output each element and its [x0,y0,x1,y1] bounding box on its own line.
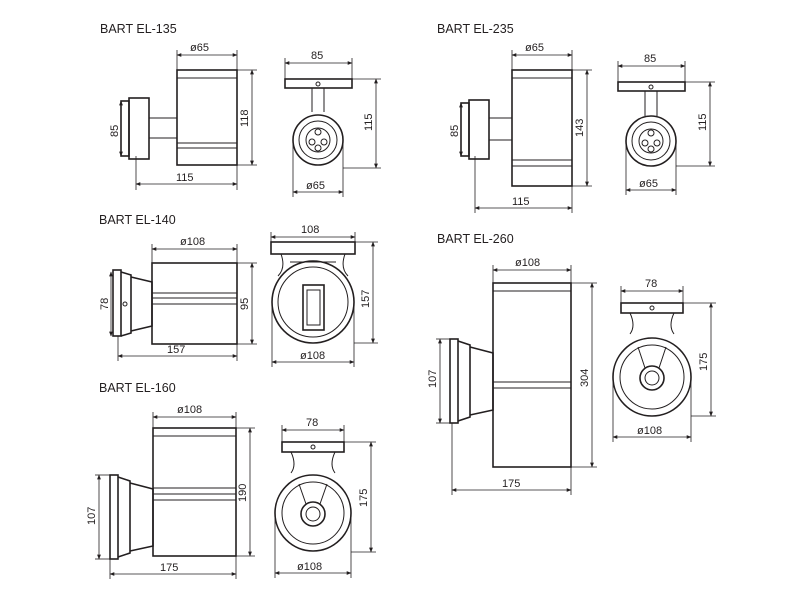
dim-diameter-front: ø108 [300,350,325,362]
side-view: ø108 304 175 107 [427,257,597,495]
dim-depth: 175 [160,562,178,574]
dim-diameter-front: ø65 [306,180,325,192]
dim-height-front: 115 [697,113,709,131]
side-view: ø65 118 115 85 [109,42,257,190]
dim-height-front: 175 [698,353,710,371]
dim-diameter: ø65 [190,42,209,54]
dim-depth: 175 [502,478,520,490]
front-view: 78 175 ø108 [612,278,716,442]
dim-plate: 78 [99,298,111,310]
dim-width: 108 [301,224,319,236]
side-view: ø108 95 157 78 [99,236,257,361]
dim-plate: 85 [109,125,121,137]
front-view: 78 175 ø108 [274,417,376,578]
dim-height: 190 [237,484,249,502]
dim-plate: 107 [86,507,98,525]
dim-diameter-front: ø108 [297,561,322,573]
dim-diameter: ø108 [180,236,205,248]
dim-diameter: ø108 [177,404,202,416]
dim-depth: 115 [512,196,530,208]
model-title: BART EL-140 [99,213,176,227]
model-title: BART EL-260 [437,232,514,246]
dim-height-front: 157 [360,290,372,308]
model-el-260: BART EL-260 ø108 304 175 107 [427,232,716,495]
model-el-140: BART EL-140 ø108 95 157 78 [99,213,378,367]
dim-width: 85 [644,53,656,65]
side-view: ø108 190 175 107 [86,404,255,579]
side-view: ø65 143 115 85 [449,42,592,213]
dim-depth: 115 [176,172,194,184]
dim-height-front: 115 [363,113,375,131]
front-view: 85 115 ø65 [284,50,381,197]
dim-plate: 107 [427,370,439,388]
dim-width: 78 [645,278,657,290]
model-title: BART EL-160 [99,381,176,395]
model-title: BART EL-235 [437,22,514,36]
front-view: 85 115 ø65 [617,53,715,195]
dim-diameter: ø108 [515,257,540,269]
dim-diameter: ø65 [525,42,544,54]
model-title: BART EL-135 [100,22,177,36]
dim-depth: 157 [167,344,185,356]
model-el-135: BART EL-135 ø65 118 115 85 [100,22,381,197]
dim-width: 78 [306,417,318,429]
front-view: 108 157 ø108 [270,224,378,367]
model-el-160: BART EL-160 ø108 190 175 107 [86,381,376,579]
model-el-235: BART EL-235 ø65 143 115 85 [437,22,715,213]
dim-height: 143 [574,119,586,137]
dim-diameter-front: ø65 [639,178,658,190]
dim-width: 85 [311,50,323,62]
dim-height: 95 [239,298,251,310]
dim-plate: 85 [449,125,461,137]
dim-height-front: 175 [358,489,370,507]
dim-height: 304 [579,369,591,387]
dim-height: 118 [239,109,251,127]
dim-diameter-front: ø108 [637,425,662,437]
